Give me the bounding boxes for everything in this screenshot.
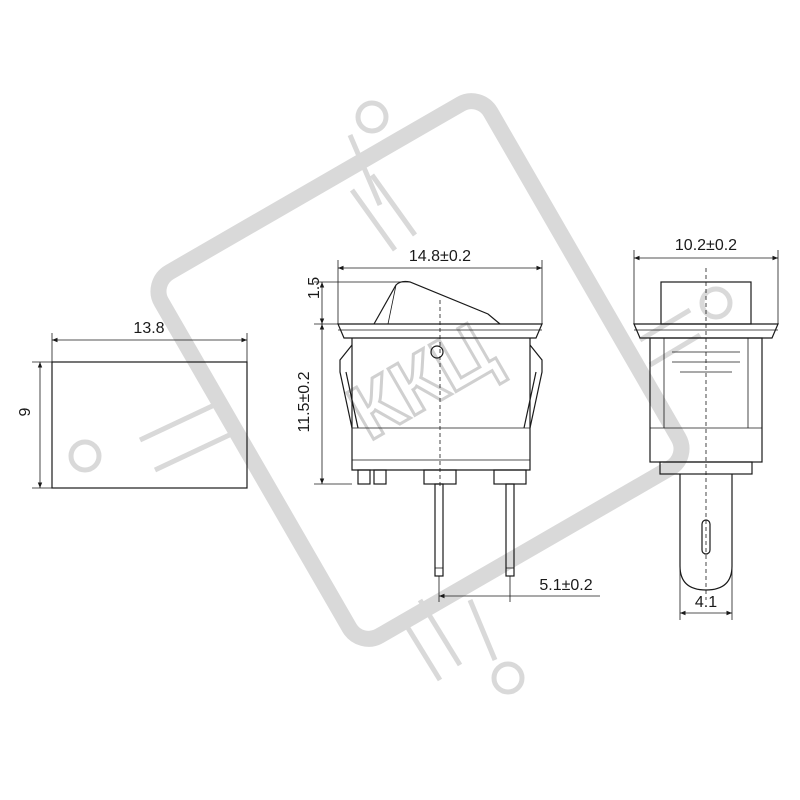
pin-left — [434, 483, 444, 577]
front-view: 14.8±0.2 1.5 11.5±0.2 5.1±0.2 — [296, 248, 600, 602]
right-latch — [529, 344, 543, 429]
cutout-width-label: 13.8 — [133, 320, 164, 337]
side-view: 10.2±0.2 4.1 — [633, 237, 779, 620]
watermark-logo: ККЦ — [68, 93, 733, 695]
panel-cutout-view: 13.8 9 — [17, 320, 248, 489]
tab-width-label: 4.1 — [695, 594, 717, 611]
front-width-label: 14.8±0.2 — [409, 248, 471, 265]
pin-spacing-label: 5.1±0.2 — [539, 577, 592, 594]
bezel — [337, 323, 543, 339]
rocker-actuator — [373, 280, 501, 325]
cutout-height-label: 9 — [17, 407, 34, 416]
rocker-height-label: 1.5 — [306, 277, 323, 299]
side-width-label: 10.2±0.2 — [675, 237, 737, 254]
body-height-label: 11.5±0.2 — [296, 371, 313, 432]
watermark-text: ККЦ — [334, 304, 510, 456]
left-latch — [339, 344, 353, 429]
